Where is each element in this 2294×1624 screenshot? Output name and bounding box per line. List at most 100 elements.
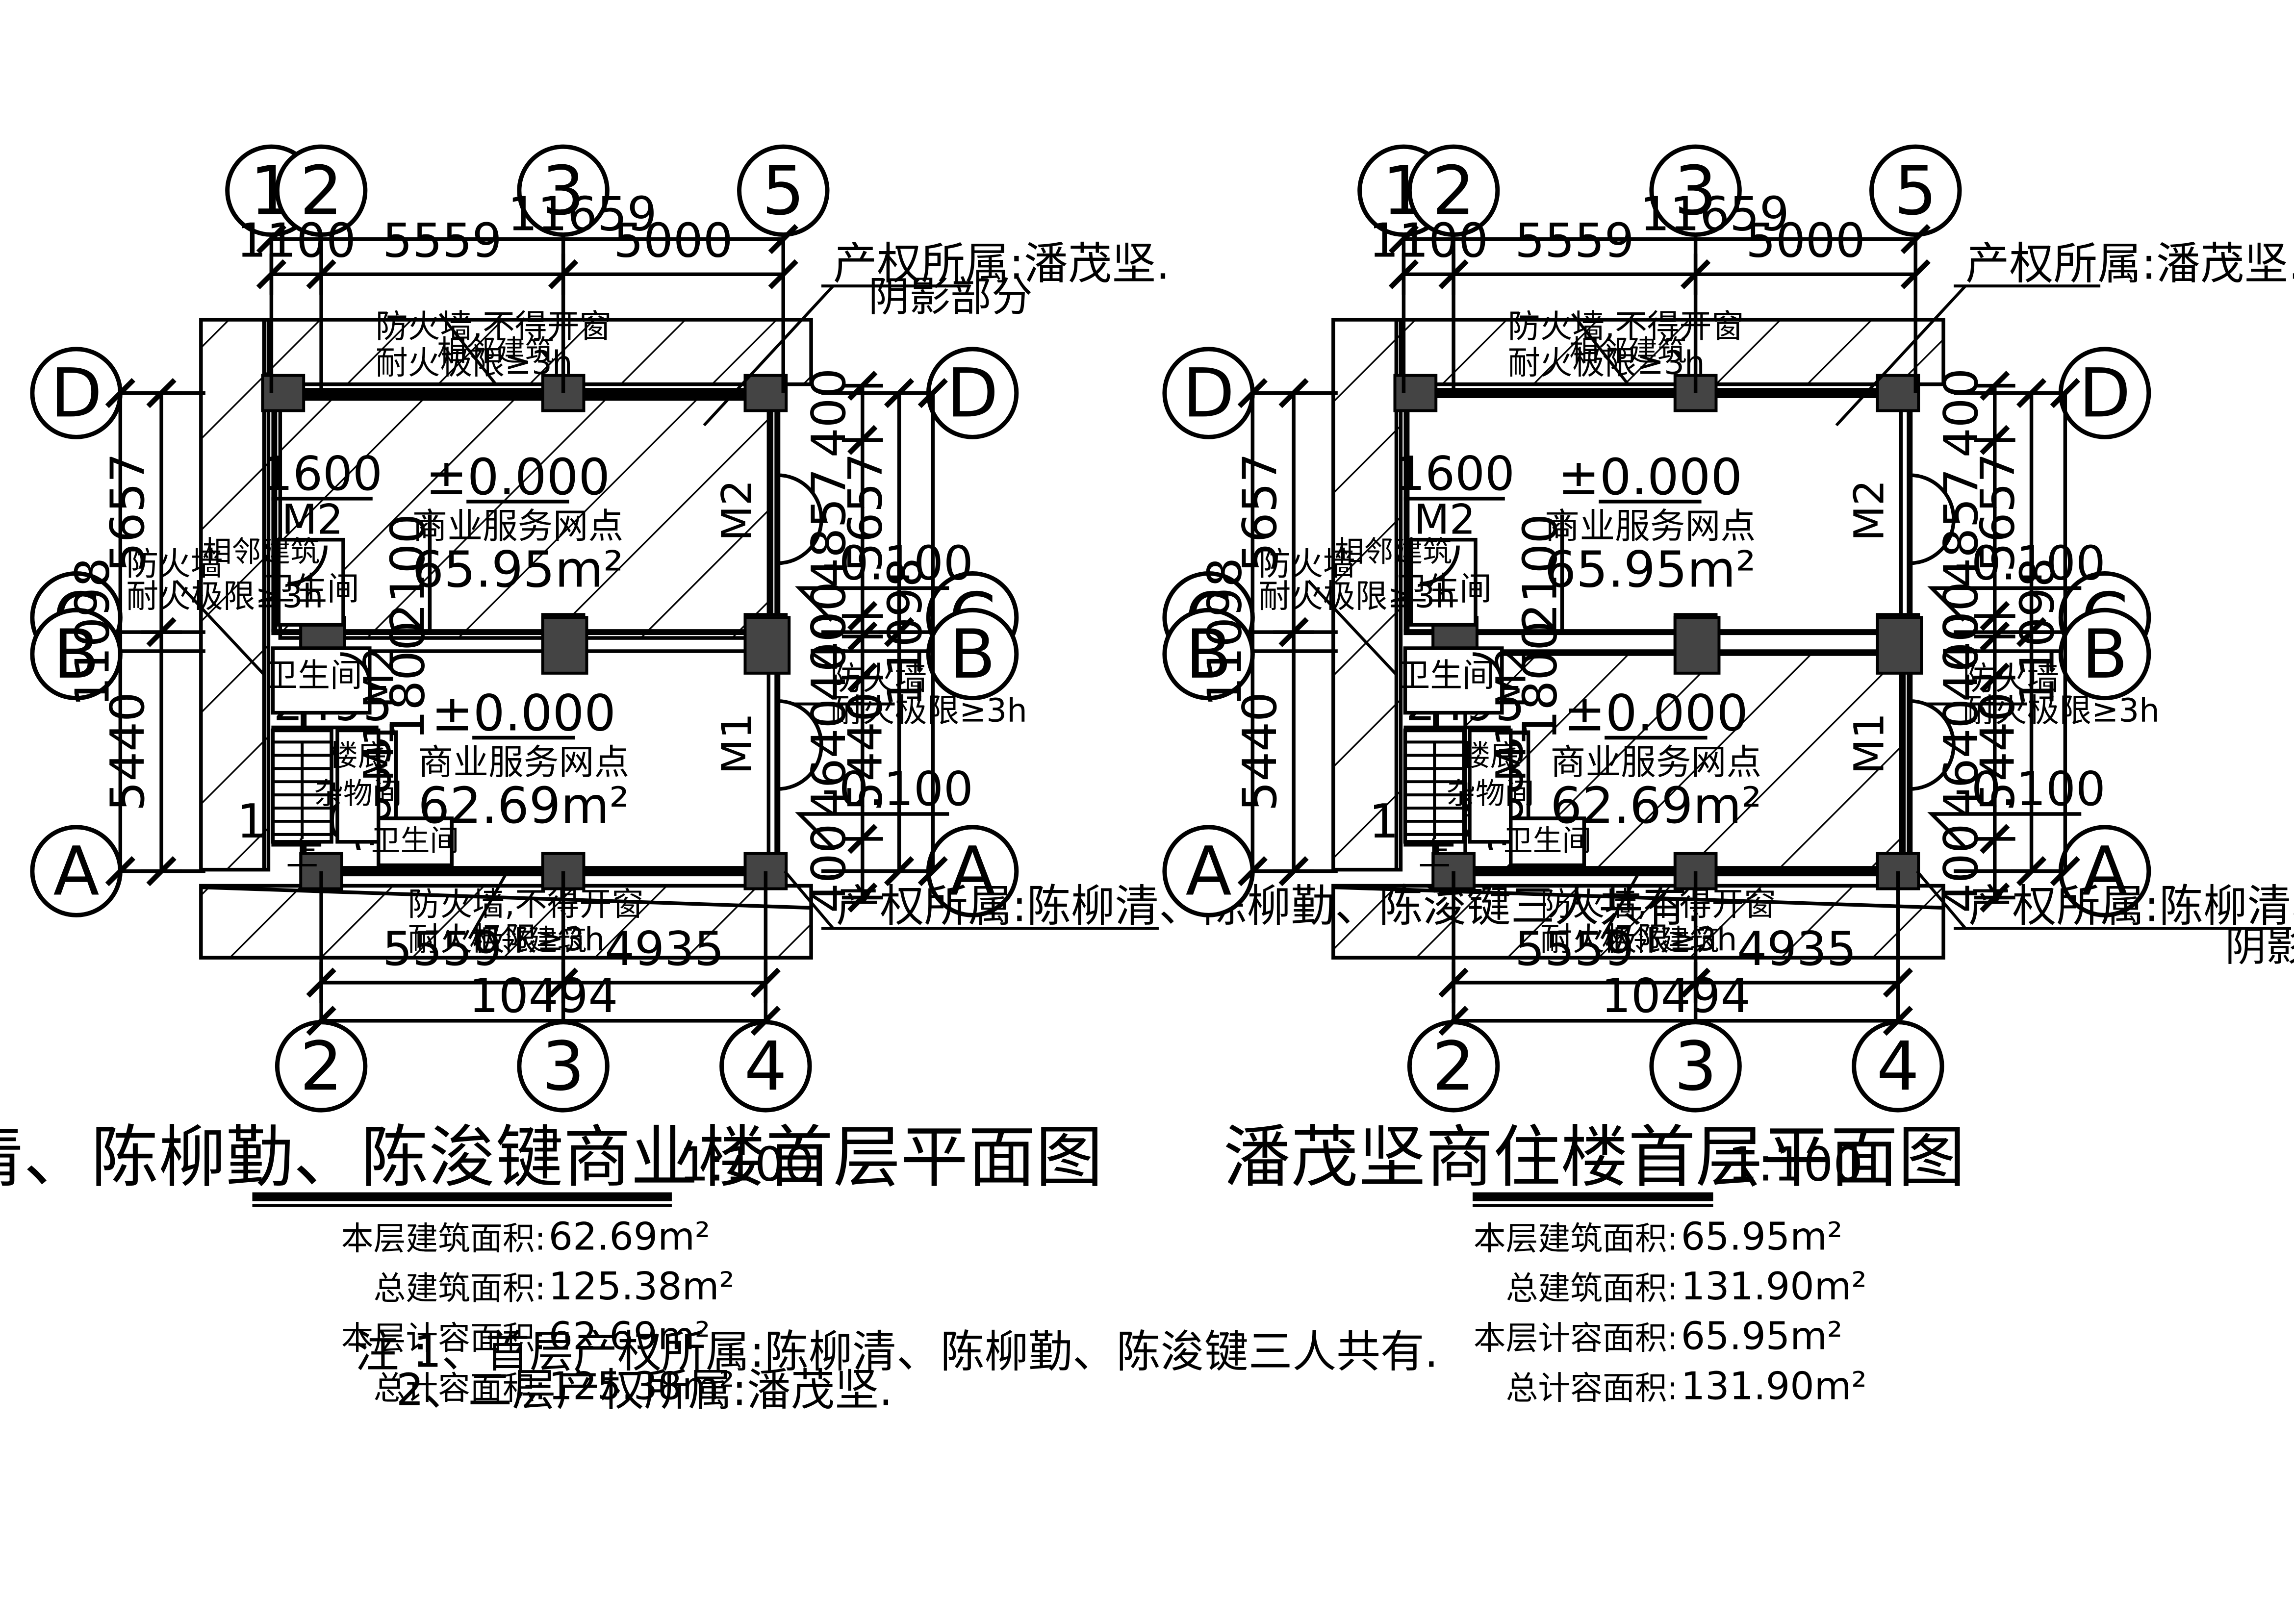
door-tag-m2-east: M2 [1845, 480, 1893, 541]
note-fire-rating-top: 耐火极限≥3h [376, 344, 573, 382]
dim-right-outer-value: 5440 [1970, 692, 2025, 812]
dim-tick [1900, 224, 1931, 254]
area-stat-label: 本层计容面积: [1474, 1320, 1678, 1357]
structural-column [743, 374, 788, 412]
door-tag-m2-inner: M2 [355, 647, 403, 709]
axis-bubble-left-label: A [53, 832, 100, 911]
level-mark-symbol [1927, 586, 2082, 622]
area-stat-label: 总计容面积: [1506, 1369, 1678, 1407]
dim-right-value: 400 [801, 823, 856, 913]
plan-scale: 1:100 [1728, 1137, 1863, 1192]
dim-tick [105, 856, 135, 887]
note-neighbor-bottom: 相邻建筑 [1602, 923, 1719, 958]
dim-left-tick [1278, 856, 1309, 887]
dim-left-value: 5657 [100, 453, 155, 573]
dim-bottom-value: 4935 [1737, 921, 1857, 976]
level-mark-value: -0.100 [822, 535, 973, 590]
axis-bubble-top-label: 3 [1674, 152, 1717, 230]
dim-bottom-tick [750, 967, 781, 998]
toilet-label-lower: 卫生间 [1398, 657, 1494, 694]
room-name-upper: 商业服务网点 [1545, 506, 1756, 547]
dim-top-value: 5000 [1746, 213, 1865, 268]
room-area-lower: 62.69m² [418, 777, 629, 835]
neighbor-building-left [1331, 318, 1403, 872]
leader-line [175, 580, 265, 676]
axis-bubble-right-circle [2058, 825, 2151, 917]
dim-left-outer: 11098 [65, 558, 120, 707]
leader-line [783, 870, 835, 930]
axis-bubble-left-label: D [1183, 354, 1235, 432]
dim-tick [768, 224, 798, 254]
dim-bottom-tick [1883, 967, 1913, 998]
dim-right-value: 400 [801, 612, 856, 702]
stair-up-label: 上 [286, 836, 318, 873]
area-stat-label: 本层建筑面积: [1474, 1219, 1678, 1257]
note-firewall-bottom: 防火墙,不得开窗 [408, 885, 644, 923]
plan-right: 1235234DCBADCBA1165911005559500055594935… [1162, 144, 2294, 1408]
dim-tick [918, 856, 948, 887]
dim-tick [1883, 1006, 1913, 1036]
toilet-room-small [376, 816, 454, 867]
level-mark-symbol [795, 586, 949, 622]
plan-scale: 1:100 [679, 1137, 815, 1192]
axis-bubble-right-label: B [949, 615, 995, 694]
dim-right-tick [847, 601, 878, 631]
axis-bubble-top-label: 2 [300, 152, 343, 230]
dim-top-value: 5559 [1515, 213, 1634, 268]
door-swing [340, 652, 372, 684]
dim-right-tick [1980, 824, 2010, 854]
note-neighbor-left: 相邻建筑 [203, 535, 320, 569]
dim-right-outer-value: 5657 [838, 453, 893, 573]
note-ownership-top: 产权所属:潘茂坚. [1965, 238, 2294, 289]
dim-right-tick [1980, 621, 2010, 652]
door-swing [1420, 545, 1460, 586]
dim-top-total: 11659 [1640, 187, 1789, 242]
axis-bubble-top-label: 5 [762, 152, 805, 230]
door-swing-double [777, 473, 823, 565]
level-mark-value: -0.100 [822, 761, 973, 816]
general-notes: 注 :1、首层产权所属:陈柳清、陈柳勤、陈浚键三人共有.2、二层产权所属:潘茂坚… [355, 1327, 1438, 1416]
dim-right-outer-tick [884, 856, 915, 887]
leader-line [1307, 580, 1398, 676]
dim-right-total: 11098 [877, 558, 932, 707]
axis-bubble-right-circle [2058, 347, 2151, 439]
door-tag-m2: M2 [1414, 496, 1476, 544]
leader-line [439, 313, 497, 385]
dim-tick [2050, 378, 2080, 408]
dim-left-value: 5657 [1232, 453, 1287, 573]
dim-top-total: 11659 [508, 187, 657, 242]
dim-right-outer-tick [2016, 856, 2047, 887]
dim-inner-2100: 2100 [380, 514, 435, 634]
storage-room [335, 728, 381, 844]
dim-right-value: 400 [1934, 582, 1988, 671]
dim-right-outer-tick [884, 617, 915, 647]
door-tag-m1-east: M1 [1845, 713, 1893, 775]
dim-inner-2100: 2100 [1512, 514, 1567, 634]
area-stat-value: 131.90m² [1681, 1364, 1867, 1408]
neighbor-bottom-slope [1333, 885, 1944, 910]
dim-bottom-tick [1680, 967, 1711, 998]
dim-inner-1600: 1600 [263, 446, 382, 501]
dim-bottom-tick [306, 967, 336, 998]
dim-tick [2050, 856, 2080, 887]
axis-bubble-top-circle [1407, 144, 1500, 237]
dim-tick [1237, 378, 1268, 408]
axis-bubble-bottom-label: 2 [300, 1027, 343, 1106]
leader-line [468, 870, 509, 939]
door-tag-m1-east: M1 [713, 713, 761, 775]
room-name-lower: 商业服务网点 [1551, 741, 1762, 783]
note-neighbor-top: 相邻建筑 [1569, 334, 1686, 368]
neighbor-bottom-slope [201, 885, 812, 910]
axis-bubble-right-label: B [2082, 615, 2128, 694]
dim-right-value: 400 [1934, 823, 1988, 913]
dim-top-value: 1100 [1369, 213, 1488, 268]
door-tag-m2-inner: M2 [1487, 647, 1535, 709]
dim-right-tick [1980, 425, 2010, 455]
dim-right-tick [847, 425, 878, 455]
dim-right-tick [1980, 882, 2010, 913]
area-stat-value: 125.38m² [549, 1364, 735, 1408]
axis-bubble-left-label: D [51, 354, 102, 432]
level-mark-symbol [795, 812, 949, 848]
